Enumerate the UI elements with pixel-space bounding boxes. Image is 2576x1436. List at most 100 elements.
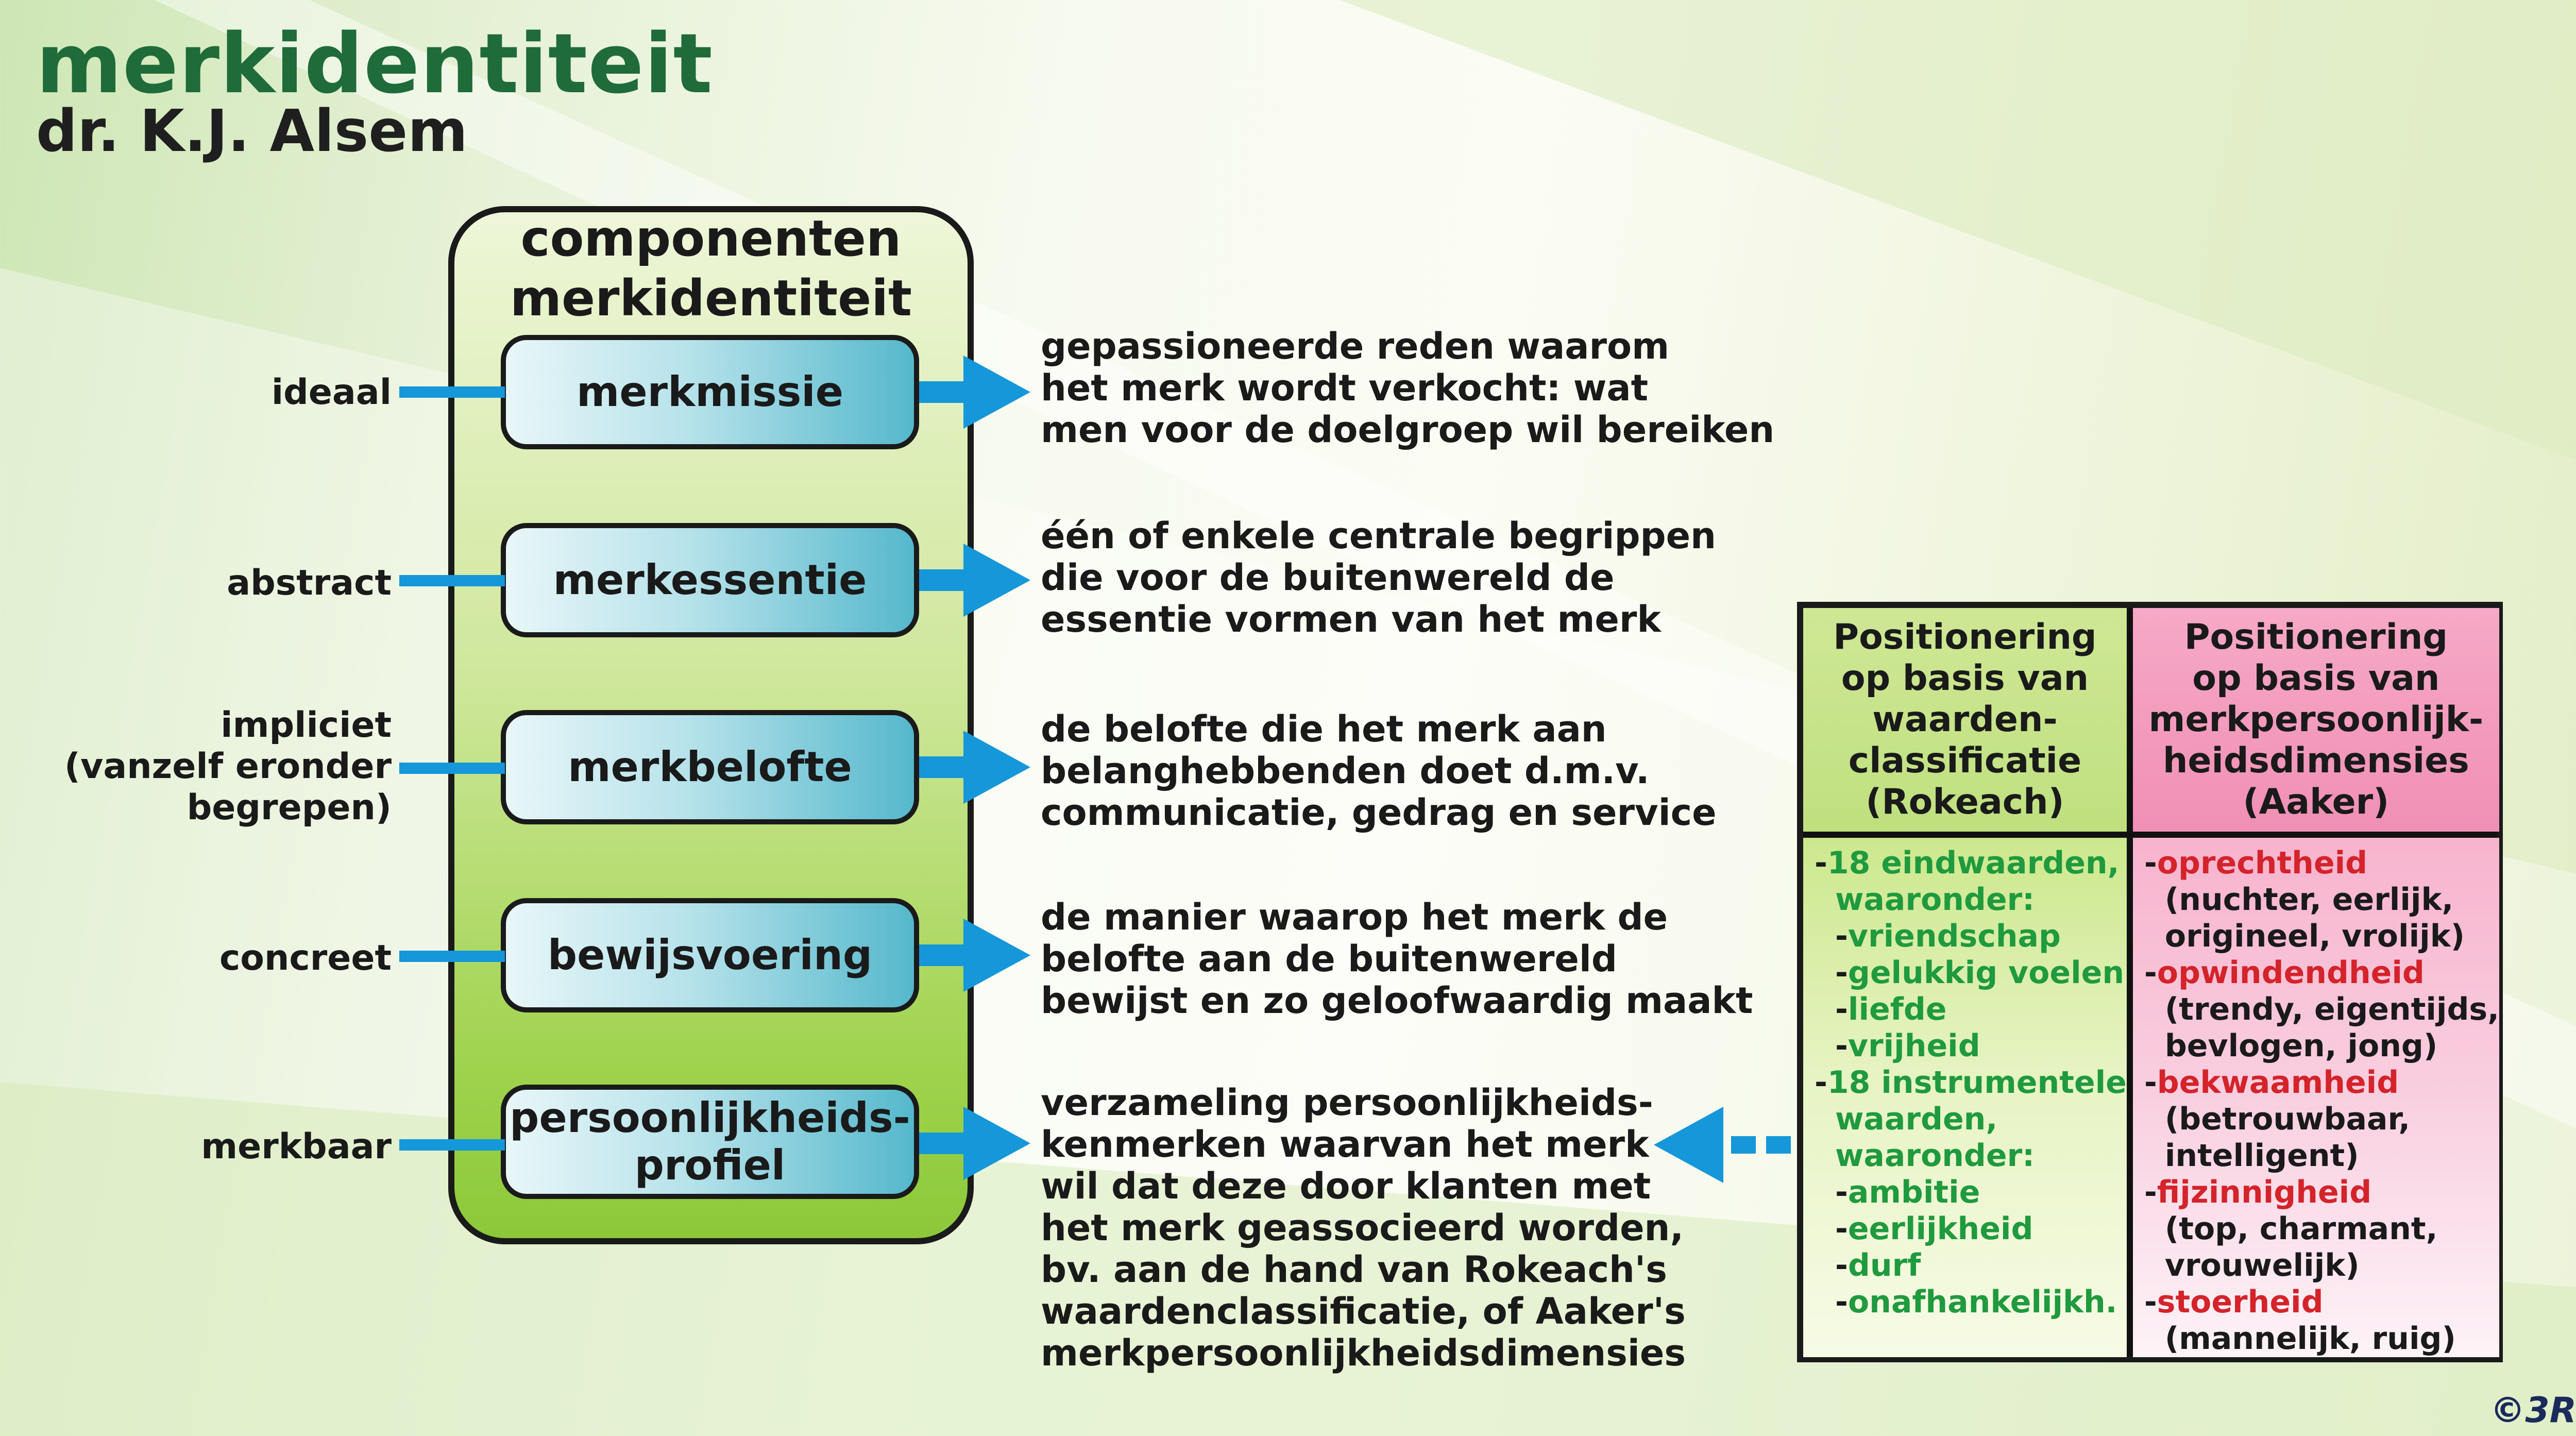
list-item-text: gelukkig voelen xyxy=(1848,955,2125,991)
frame-title-line: merkidentiteit xyxy=(510,269,912,327)
description-persoonlijkheidsprofiel: verzameling persoonlijkheids- kenmerken … xyxy=(1041,1082,1686,1374)
list-item-text: stoerheid xyxy=(2157,1284,2324,1320)
component-label: merkessentie xyxy=(553,556,867,604)
bullet-dash: - xyxy=(2144,1065,2157,1101)
page-title: merkidentiteit xyxy=(36,15,713,112)
list-item: (nuchter, eerlijk, xyxy=(2144,882,2499,918)
list-item: -vriendschap xyxy=(1815,918,2127,955)
description-line: belofte aan de buitenwereld xyxy=(1041,938,1618,980)
component-label: bewijsvoering xyxy=(547,931,873,979)
list-item: origineel, vrolijk) xyxy=(2144,918,2499,955)
list-item-text: vrouwelijk) xyxy=(2164,1247,2360,1283)
arrow-right-icon xyxy=(919,544,1030,617)
component-merkessentie: merkessentie xyxy=(501,523,919,637)
bullet-dash: - xyxy=(1835,1028,1848,1064)
frame-title: componenten merkidentiteit xyxy=(448,209,974,328)
header-line: (Rokeach) xyxy=(1866,782,2064,822)
list-item: bevlogen, jong) xyxy=(2144,1028,2499,1065)
list-item-text: durf xyxy=(1848,1247,1921,1283)
component-label-line: persoonlijkheids- xyxy=(510,1094,910,1142)
description-line: essentie vormen van het merk xyxy=(1041,598,1661,640)
component-label: persoonlijkheids- profiel xyxy=(510,1094,910,1189)
header-line: merkpersoonlijk- xyxy=(2148,699,2484,740)
list-item: -ambitie xyxy=(1815,1174,2127,1211)
description-line: men voor de doelgroep wil bereiken xyxy=(1041,409,1775,451)
bullet-dash: - xyxy=(2144,1284,2157,1320)
bullet-dash: - xyxy=(1815,1065,1827,1101)
table-header-aaker: Positionering op basis van merkpersoonli… xyxy=(2132,608,2499,832)
list-item: -eerlijkheid xyxy=(1815,1211,2127,1247)
list-item: (mannelijk, ruig) xyxy=(2144,1321,2499,1357)
description-line: gepassioneerde reden waarom xyxy=(1041,325,1670,367)
header-line: classificatie xyxy=(1848,740,2082,781)
list-item-text: oprechtheid xyxy=(2157,845,2368,881)
list-item: -stoerheid xyxy=(2144,1284,2499,1321)
copyright-mark: ©3R xyxy=(2490,1390,2576,1431)
list-item: -18 eindwaarden, xyxy=(1815,845,2127,882)
description-merkessentie: één of enkele centrale begrippen die voo… xyxy=(1041,515,1716,640)
header-line: Positionering xyxy=(2184,617,2448,657)
table-header-rokeach: Positionering op basis van waarden- clas… xyxy=(1803,608,2127,832)
component-label: merkmissie xyxy=(577,368,843,416)
list-item: vrouwelijk) xyxy=(2144,1247,2499,1284)
level-label-concreet: concreet xyxy=(219,938,392,978)
description-line: één of enkele centrale begrippen xyxy=(1041,515,1716,557)
list-item-text: 18 eindwaarden, xyxy=(1827,845,2120,881)
list-item: (trendy, eigentijds, xyxy=(2144,991,2499,1028)
list-item-text: waaronder: xyxy=(1835,882,2035,918)
list-item-text: bevlogen, jong) xyxy=(2164,1028,2438,1064)
connector-line xyxy=(399,763,505,774)
arrow-right-icon xyxy=(919,919,1030,992)
list-item-text: waaronder: xyxy=(1835,1138,2035,1174)
component-label-line: profiel xyxy=(634,1141,786,1189)
bullet-dash: - xyxy=(2144,955,2157,991)
frame-title-line: componenten xyxy=(520,210,902,267)
connector-line xyxy=(399,1139,505,1151)
list-item-text: fijzinnigheid xyxy=(2157,1174,2372,1210)
bullet-dash: - xyxy=(2144,845,2157,881)
component-persoonlijkheidsprofiel: persoonlijkheids- profiel xyxy=(501,1085,919,1199)
list-item: -fijzinnigheid xyxy=(2144,1174,2499,1211)
author-name: dr. K.J. Alsem xyxy=(36,98,468,165)
list-item: -durf xyxy=(1815,1247,2127,1284)
header-line: op basis van xyxy=(2192,658,2440,699)
list-item: -18 instrumentele xyxy=(1815,1065,2127,1101)
list-item: (top, charmant, xyxy=(2144,1211,2499,1247)
rokeach-values-list: -18 eindwaarden,waaronder:-vriendschap-g… xyxy=(1803,838,2127,1357)
list-item-text: (trendy, eigentijds, xyxy=(2164,991,2499,1027)
level-label-ideaal: ideaal xyxy=(271,372,392,413)
list-item: -bekwaamheid xyxy=(2144,1065,2499,1101)
description-line: het merk geassocieerd worden, xyxy=(1041,1207,1684,1249)
description-line: merkpersoonlijkheidsdimensies xyxy=(1041,1332,1686,1374)
level-label-line: impliciet xyxy=(221,705,392,746)
list-item: waarden, xyxy=(1815,1101,2127,1138)
list-item-text: vrijheid xyxy=(1848,1028,1980,1064)
level-label-line: (vanzelf eronder xyxy=(64,746,392,787)
list-item: -gelukkig voelen xyxy=(1815,955,2127,991)
dashed-arrow-left-icon xyxy=(1654,1107,1791,1183)
connector-line xyxy=(399,575,505,586)
list-item-text: 18 instrumentele xyxy=(1827,1065,2127,1101)
list-item-text: (betrouwbaar, xyxy=(2164,1101,2411,1137)
header-line: waarden- xyxy=(1872,699,2058,740)
bullet-dash: - xyxy=(1835,1174,1848,1210)
description-merkmissie: gepassioneerde reden waarom het merk wor… xyxy=(1041,326,1774,451)
description-line: bv. aan de hand van Rokeach's xyxy=(1041,1248,1667,1291)
bullet-dash: - xyxy=(1835,1247,1848,1283)
list-item-text: (mannelijk, ruig) xyxy=(2164,1321,2456,1357)
description-line: die voor de buitenwereld de xyxy=(1041,556,1615,599)
list-item-text: liefde xyxy=(1848,991,1947,1027)
header-line: (Aaker) xyxy=(2243,782,2389,822)
list-item: -onafhankelijkh. xyxy=(1815,1284,2127,1321)
list-item: -vrijheid xyxy=(1815,1028,2127,1065)
connector-line xyxy=(399,386,505,398)
bullet-dash: - xyxy=(1835,1211,1848,1247)
list-item-text: intelligent) xyxy=(2164,1138,2359,1174)
bullet-dash: - xyxy=(2144,1174,2157,1210)
level-label-line: begrepen) xyxy=(187,787,392,828)
description-line: waardenclassificatie, of Aaker's xyxy=(1041,1290,1686,1332)
list-item: -opwindendheid xyxy=(2144,955,2499,991)
list-item: waaronder: xyxy=(1815,1138,2127,1174)
header-line: op basis van xyxy=(1841,658,2089,699)
